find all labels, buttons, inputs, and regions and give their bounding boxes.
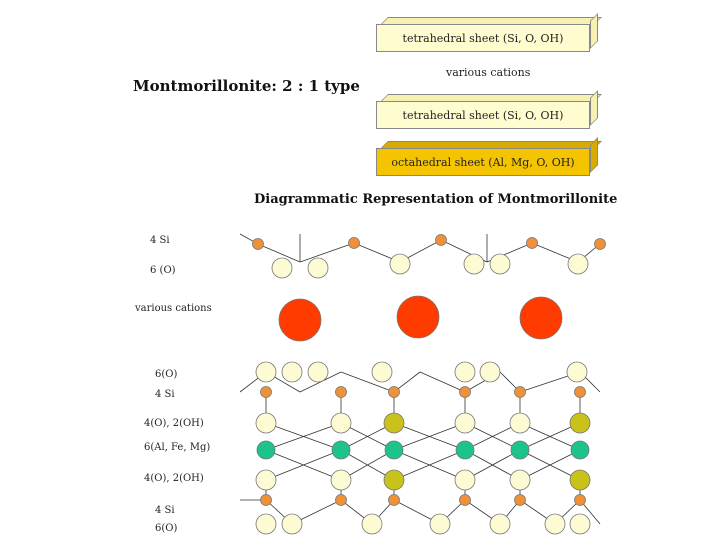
bond-line [519,422,581,451]
label-o-bottom: 6(O) [155,523,178,534]
bond-line [393,422,466,451]
bond-line [257,243,301,263]
label-si-bottom: 4 Si [155,505,175,516]
silicon-atom [335,386,347,398]
hydroxyl-atom [383,469,405,491]
hydroxyl-atom [569,412,591,434]
oxygen-atom [361,513,383,535]
octahedral-metal-atom [331,440,351,460]
oxygen-atom [509,469,531,491]
silicon-atom [348,237,360,249]
oxygen-atom [566,361,588,383]
label-si-mid: 4 Si [155,389,175,400]
oxygen-atom [255,361,277,383]
oxygen-atom [454,361,476,383]
silicon-atom [260,386,272,398]
oxygen-atom [255,469,277,491]
bond-line [519,449,581,481]
oxygen-atom [281,361,303,383]
bond-line [340,371,395,393]
bond-line [419,371,466,393]
oxygen-atom [479,361,501,383]
oxygen-atom [454,469,476,491]
label-o-mid: 6(O) [155,369,178,380]
oxygen-atom [271,257,293,279]
label-octahedral-cations: 6(Al, Fe, Mg) [144,442,211,453]
top-tetrahedral-sheet: tetrahedral sheet (Si, O, OH) [376,13,602,52]
silicon-atom [252,238,264,250]
bond-line [299,242,355,263]
cation-atom [278,298,322,342]
cation-atom [396,295,440,339]
oxygen-atom [255,513,277,535]
oxygen-atom [569,513,591,535]
silicon-atom [388,494,400,506]
label-o-oh-lower: 4(O), 2(OH) [144,473,204,484]
label-cations: various cations [135,303,212,314]
octahedral-metal-atom [256,440,276,460]
label-o-oh-upper: 4(O), 2(OH) [144,418,204,429]
oxygen-atom [330,412,352,434]
octahedral-metal-atom [510,440,530,460]
silicon-atom [526,237,538,249]
label-si-top: 4 Si [150,235,170,246]
label-o-top: 6 (O) [150,265,176,276]
oxygen-atom [489,253,511,275]
silicon-atom [574,386,586,398]
octahedral-metal-atom [384,440,404,460]
oxygen-atom [307,361,329,383]
octahedral-metal-atom [455,440,475,460]
silicon-atom [459,494,471,506]
oxygen-atom [463,253,485,275]
page-title: Montmorillonite: 2 : 1 type [133,77,360,95]
oxygen-atom [255,412,277,434]
silicon-atom [514,386,526,398]
middle-tetrahedral-sheet-label: tetrahedral sheet (Si, O, OH) [402,108,564,122]
oxygen-atom [429,513,451,535]
silicon-atom [335,494,347,506]
silicon-atom [594,238,606,250]
hydroxyl-atom [569,469,591,491]
top-tetrahedral-sheet-label: tetrahedral sheet (Si, O, OH) [402,31,564,45]
silicon-atom [260,494,272,506]
octahedral-sheet: octahedral sheet (Al, Mg, O, OH) [376,137,602,176]
cation-atom [519,296,563,340]
silicon-atom [435,234,447,246]
oxygen-atom [389,253,411,275]
bond-line [393,449,466,481]
silicon-atom [459,386,471,398]
octahedral-metal-atom [570,440,590,460]
octahedral-sheet-label: octahedral sheet (Al, Mg, O, OH) [391,155,575,169]
diagram-title: Diagrammatic Representation of Montmoril… [254,192,618,207]
oxygen-atom [509,412,531,434]
oxygen-atom [489,513,511,535]
silicon-atom [388,386,400,398]
oxygen-atom [281,513,303,535]
bond-line [265,449,342,481]
oxygen-atom [544,513,566,535]
oxygen-atom [567,253,589,275]
oxygen-atom [371,361,393,383]
bond-line [265,422,342,451]
bond-line [464,449,521,481]
oxygen-atom [307,257,329,279]
middle-tetrahedral-sheet: tetrahedral sheet (Si, O, OH) [376,90,602,129]
silicon-atom [574,494,586,506]
silicon-atom [514,494,526,506]
oxygen-atom [454,412,476,434]
hydroxyl-atom [383,412,405,434]
cations-layer-label: various cations [446,66,531,79]
oxygen-atom [330,469,352,491]
